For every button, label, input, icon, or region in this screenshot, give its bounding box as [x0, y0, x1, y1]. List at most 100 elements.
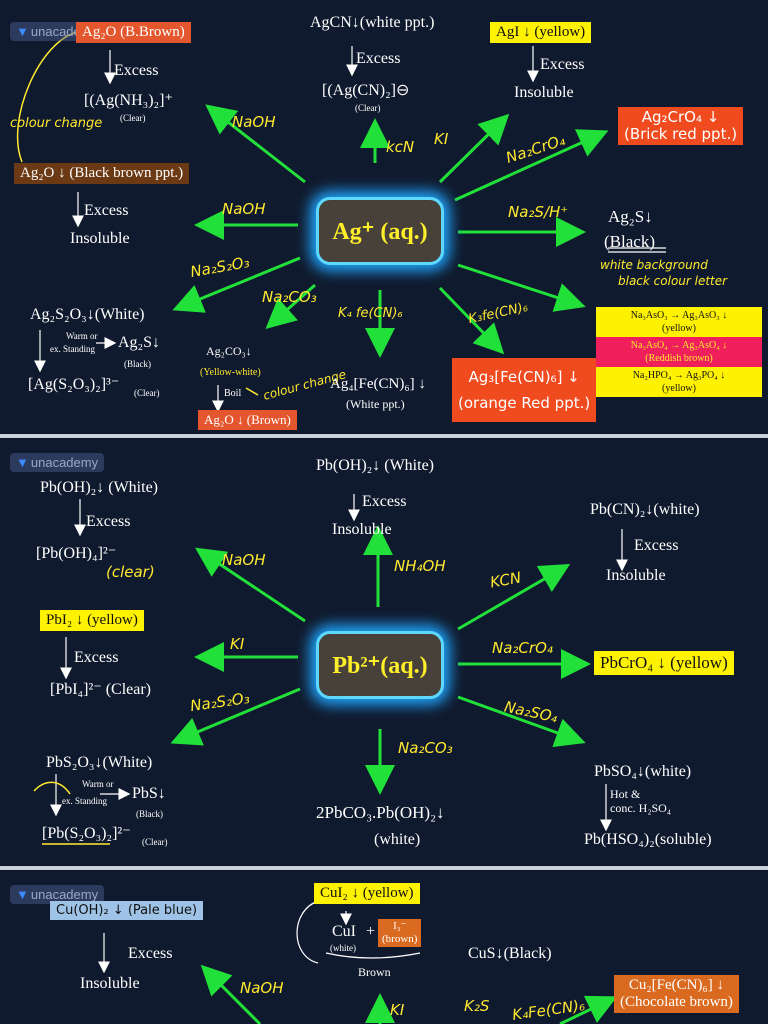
- pb-standing-label: ex. Standing: [62, 796, 107, 806]
- naoh-top-label: NaOH: [232, 113, 276, 131]
- black-letter-note: black colour letter: [618, 274, 728, 288]
- white-background-note: white background: [600, 258, 708, 272]
- cu-plus-sign: +: [366, 923, 376, 940]
- ag2s-b-text: Ag₂S↓: [118, 334, 161, 351]
- pbhso4-text: Pb(HSO₄)₂(soluble): [584, 831, 712, 848]
- arsenite-row: Na₃AsO₃ → Ag₃AsO₃ ↓ (yellow): [596, 307, 762, 337]
- warm-label: Warm or: [66, 331, 98, 341]
- pb-ki-label: KI: [230, 635, 245, 653]
- pb-naoh-label: NaOH: [222, 551, 266, 569]
- ki-top-label: KI: [434, 130, 449, 148]
- pbs2o3-text: PbS₂O₃↓(White): [46, 754, 153, 771]
- ag-clear-1: (Clear): [120, 113, 146, 123]
- ag2o-brown-box: Ag₂O (B.Brown): [76, 22, 191, 43]
- chocolate-brown-label: (Chocolate brown): [620, 994, 733, 1010]
- i3-text: I₃⁻: [393, 920, 407, 932]
- cup-icon: ▼: [16, 887, 29, 902]
- pbi4-complex: [PbI₄]²⁻ (Clear): [50, 681, 152, 698]
- yellow-white-label: (Yellow-white): [200, 367, 261, 378]
- ag3fecn-text: Ag₃[Fe(CN)₆] ↓: [468, 368, 580, 386]
- pbso4-text: PbSO₄↓(white): [594, 763, 692, 780]
- k2s-label: K₂S: [464, 997, 490, 1015]
- pb-clear-1: (clear): [106, 563, 155, 581]
- pb-na2co3-label: Na₂CO₃: [398, 739, 453, 757]
- ag-excess-2: Excess: [84, 202, 129, 219]
- phosphate-text: Na₂HPO₄ → Ag₃PO₄ ↓: [632, 370, 726, 381]
- pb-excess-2: Excess: [362, 493, 407, 510]
- center-ion-silver: Ag⁺ (aq.): [316, 197, 444, 265]
- silver-arrows: [17, 31, 666, 413]
- brown-label: Brown: [358, 965, 391, 979]
- naoh-mid-label: NaOH: [222, 200, 266, 218]
- phosphate-note: (yellow): [662, 383, 696, 394]
- cuoh2-box: Cu(OH)₂ ↓ (Pale blue): [50, 901, 204, 920]
- watermark-text: unacademy: [30, 887, 99, 902]
- pbcn2-text: Pb(CN)₂↓(white): [590, 501, 700, 518]
- cu2fecn-text: Cu₂[Fe(CN)₆] ↓: [628, 977, 724, 993]
- ag-excess-1: Excess: [114, 62, 159, 79]
- colour-change-note: colour change: [10, 116, 103, 131]
- nh4oh-label: NH₄OH: [394, 557, 446, 575]
- pbs-text: PbS↓: [132, 785, 166, 802]
- copper-panel: ▼unacademy Cu(OH)₂ ↓ (Pale blue) Excess …: [0, 871, 768, 1024]
- ag3fecn-box: Ag₃[Fe(CN)₆] ↓ (orange Red ppt.): [452, 358, 597, 422]
- phosphate-row: Na₂HPO₄ → Ag₃PO₄ ↓ (yellow): [596, 367, 762, 397]
- lead-panel: ▼unacademy Pb²⁺(aq.) Pb(OH)₂↓ (White) Ex…: [0, 439, 768, 865]
- pb-thiosulfate-complex: [Pb(S₂O₃)₂]²⁻: [42, 825, 131, 842]
- ag-ammine-complex: [(Ag(NH₃)₂]⁺: [84, 92, 173, 109]
- basic-lead-carbonate: 2PbCO₃.Pb(OH)₂↓: [316, 803, 445, 822]
- pb-excess-3: Excess: [634, 537, 679, 554]
- ag4fecn-text: Ag₄[Fe(CN)₆] ↓: [330, 376, 426, 392]
- ag-insoluble-1: Insoluble: [70, 230, 130, 247]
- ag-clear-2: (Clear): [355, 103, 381, 113]
- arsenite-text: Na₃AsO₃ → Ag₃AsO₃ ↓: [630, 310, 728, 321]
- pbcro4-box: PbCrO₄ ↓ (yellow): [594, 651, 734, 675]
- ag2s-text: Ag₂S↓: [608, 207, 653, 226]
- orange-red-label: (orange Red ppt.): [458, 394, 591, 412]
- i3-brown-label: (brown): [382, 933, 418, 945]
- boil-label: Boil: [224, 388, 242, 399]
- na2co3-label: Na₂CO₃: [262, 288, 317, 306]
- pb-clear-2: (Clear): [142, 837, 168, 847]
- copper-arrows: [98, 900, 618, 1024]
- na2s-label: Na₂S/H⁺: [508, 203, 569, 221]
- agcn-product: AgCN↓(white ppt.): [310, 14, 435, 31]
- k4fecn-label: K₄ fe(CN)₆: [338, 306, 403, 321]
- cus-text: CuS↓(Black): [468, 945, 552, 962]
- cu-ki-label: KI: [390, 1001, 405, 1019]
- watermark-text: unacademy: [30, 455, 99, 470]
- cu-excess-1: Excess: [128, 945, 173, 962]
- arsenate-text: Na₃AsO₄ → Ag₃AsO₄ ↓: [630, 340, 728, 351]
- ag-insoluble-2: Insoluble: [514, 84, 574, 101]
- arsenate-note: (Reddish brown): [645, 353, 713, 364]
- center-ion-lead: Pb²⁺(aq.): [316, 631, 444, 699]
- ag2co3-text: Ag₂CO₃↓: [206, 344, 252, 358]
- lead-arrows: [33, 494, 628, 845]
- pb-excess-1: Excess: [86, 513, 131, 530]
- white-ppt-label: (White ppt.): [346, 397, 405, 411]
- watermark-3: ▼unacademy: [10, 885, 105, 904]
- pbi2-box: PbI₂ ↓ (yellow): [40, 610, 144, 631]
- agi-box: AgI ↓ (yellow): [490, 22, 592, 43]
- arsenite-note: (yellow): [662, 323, 696, 334]
- pb-black-label: (Black): [136, 809, 163, 819]
- conc-h2so4-label: conc. H₂SO₄: [610, 801, 672, 815]
- pb-excess-4: Excess: [74, 649, 119, 666]
- watermark-2: ▼unacademy: [10, 453, 105, 472]
- ag-black-label: (Black): [124, 359, 151, 369]
- ag2s-note: (Black): [604, 232, 655, 251]
- ag-excess-3: Excess: [356, 50, 401, 67]
- ag2o-black-box: Ag₂O ↓ (Black brown ppt.): [14, 163, 190, 184]
- cup-icon: ▼: [16, 455, 29, 470]
- panel-divider-2: [0, 866, 768, 870]
- i3-box: I₃⁻ (brown): [378, 919, 422, 947]
- ag2o-brown-box-2: Ag₂O ↓ (Brown): [198, 410, 297, 430]
- pb-na2cro4-label: Na₂CrO₄: [492, 639, 553, 657]
- cu-white-label: (white): [330, 943, 356, 953]
- pboh2-top-text: Pb(OH)₂↓ (White): [316, 457, 434, 474]
- kcn-label: kcN: [386, 138, 415, 156]
- cup-icon: ▼: [16, 24, 29, 39]
- ag-clear-3: (Clear): [134, 388, 160, 398]
- ag2cro4-note: (Brick red ppt.): [624, 125, 738, 143]
- ag-excess-4: Excess: [540, 56, 585, 73]
